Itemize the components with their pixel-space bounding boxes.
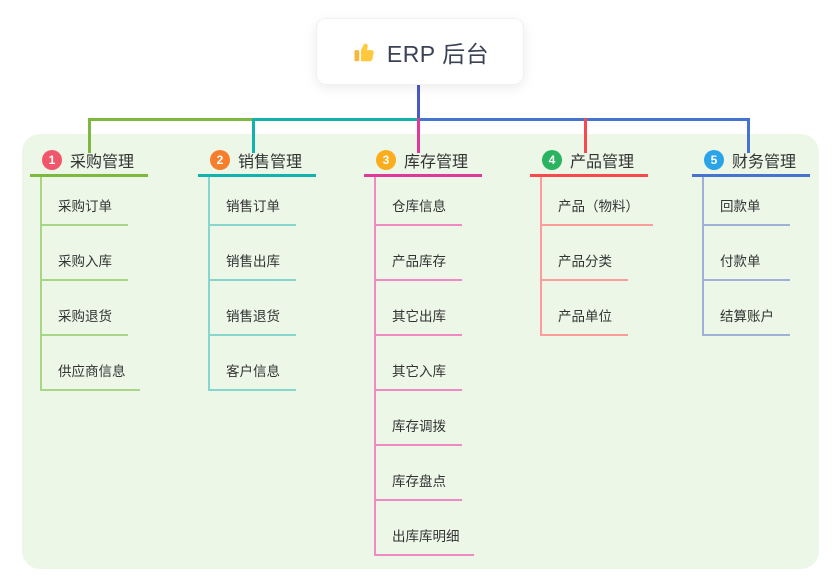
child-node-label: 仓库信息 — [392, 199, 446, 214]
child-node[interactable]: 库存盘点 — [374, 446, 462, 501]
child-node[interactable]: 库存调拨 — [374, 391, 462, 446]
child-node[interactable]: 回款单 — [702, 177, 790, 226]
branch-3: 3 库存管理仓库信息产品库存其它出库其它入库库存调拨库存盘点出库库明细 — [364, 145, 524, 556]
branch-children: 产品（物料） 产品分类产品单位 — [540, 177, 690, 336]
branch-drop-line-2 — [252, 118, 255, 153]
child-node-label: 销售订单 — [226, 199, 280, 214]
branch-title-1[interactable]: 1 采购管理 — [30, 145, 148, 177]
child-node[interactable]: 采购退货 — [40, 281, 128, 336]
branch-number-badge: 2 — [210, 149, 230, 170]
branch-drop-line-3 — [417, 118, 420, 153]
child-node[interactable]: 结算账户 — [702, 281, 790, 336]
child-node[interactable]: 销售出库 — [208, 226, 296, 281]
child-node-label: 付款单 — [720, 254, 761, 269]
child-node[interactable]: 采购入库 — [40, 226, 128, 281]
child-node[interactable]: 销售退货 — [208, 281, 296, 336]
branch-number-badge: 5 — [704, 149, 724, 170]
thumbs-up-icon — [354, 43, 374, 61]
branch-2: 2 销售管理销售订单销售出库销售退货客户信息 — [198, 145, 358, 391]
child-node[interactable]: 其它入库 — [374, 336, 462, 391]
child-node[interactable]: 产品单位 — [540, 281, 628, 336]
child-node-label: 供应商信息 — [58, 364, 126, 379]
branch-1: 1 采购管理采购订单采购入库采购退货供应商信息 — [30, 145, 190, 391]
branch-title-5[interactable]: 5 财务管理 — [692, 145, 810, 177]
branch-number-badge: 1 — [42, 149, 62, 170]
root-stem-line — [417, 84, 420, 121]
child-node-label: 采购入库 — [58, 254, 112, 269]
branch-title-4[interactable]: 4 产品管理 — [530, 145, 648, 177]
branch-children: 回款单付款单结算账户 — [702, 177, 839, 336]
rail-segment — [88, 118, 252, 121]
child-node-label: 其它出库 — [392, 309, 446, 324]
branch-title-label: 采购管理 — [70, 153, 135, 171]
branch-drop-line-4 — [584, 118, 587, 153]
child-node-label: 销售出库 — [226, 254, 280, 269]
branch-drop-line-1 — [88, 118, 91, 153]
branch-drop-line-5 — [747, 118, 750, 153]
child-node-label: 销售退货 — [226, 309, 280, 324]
child-node[interactable]: 出库库明细 — [374, 501, 474, 556]
child-node-label: 出库库明细 — [392, 529, 460, 544]
branch-5: 5 财务管理回款单付款单结算账户 — [692, 145, 839, 336]
child-node[interactable]: 产品分类 — [540, 226, 628, 281]
child-node[interactable]: 客户信息 — [208, 336, 296, 391]
child-node-label: 库存调拨 — [392, 419, 446, 434]
branch-number-badge: 4 — [542, 149, 562, 170]
branch-title-2[interactable]: 2 销售管理 — [198, 145, 316, 177]
rail-segment — [252, 118, 417, 121]
root-label: ERP 后台 — [386, 40, 490, 67]
child-node-label: 采购退货 — [58, 309, 112, 324]
child-node-label: 结算账户 — [720, 309, 774, 324]
child-node-label: 客户信息 — [226, 364, 280, 379]
branch-children: 销售订单销售出库销售退货客户信息 — [208, 177, 358, 391]
branch-title-3[interactable]: 3 库存管理 — [364, 145, 482, 177]
branch-title-label: 库存管理 — [404, 153, 469, 171]
child-node-label: 采购订单 — [58, 199, 112, 214]
child-node-label: 回款单 — [720, 199, 761, 214]
branch-children: 采购订单采购入库采购退货供应商信息 — [40, 177, 190, 391]
branch-number-badge: 3 — [376, 149, 396, 170]
child-node-label: 产品（物料） — [558, 199, 639, 214]
child-node[interactable]: 产品库存 — [374, 226, 462, 281]
child-node-label: 产品库存 — [392, 254, 446, 269]
child-node[interactable]: 其它出库 — [374, 281, 462, 336]
child-node[interactable]: 付款单 — [702, 226, 790, 281]
branch-title-label: 财务管理 — [732, 153, 797, 171]
child-node[interactable]: 仓库信息 — [374, 177, 462, 226]
branch-title-label: 销售管理 — [238, 153, 303, 171]
child-node[interactable]: 供应商信息 — [40, 336, 140, 391]
branch-4: 4 产品管理产品（物料） 产品分类产品单位 — [530, 145, 690, 336]
branch-children: 仓库信息产品库存其它出库其它入库库存调拨库存盘点出库库明细 — [374, 177, 524, 556]
child-node[interactable]: 采购订单 — [40, 177, 128, 226]
child-node-label: 库存盘点 — [392, 474, 446, 489]
background-panel — [22, 134, 819, 569]
root-node[interactable]: ERP 后台 — [316, 18, 524, 85]
rail-segment — [417, 118, 750, 121]
child-node-label: 产品单位 — [558, 309, 612, 324]
child-node[interactable]: 产品（物料） — [540, 177, 653, 226]
branch-title-label: 产品管理 — [570, 153, 635, 171]
child-node-label: 其它入库 — [392, 364, 446, 379]
child-node-label: 产品分类 — [558, 254, 612, 269]
child-node[interactable]: 销售订单 — [208, 177, 296, 226]
